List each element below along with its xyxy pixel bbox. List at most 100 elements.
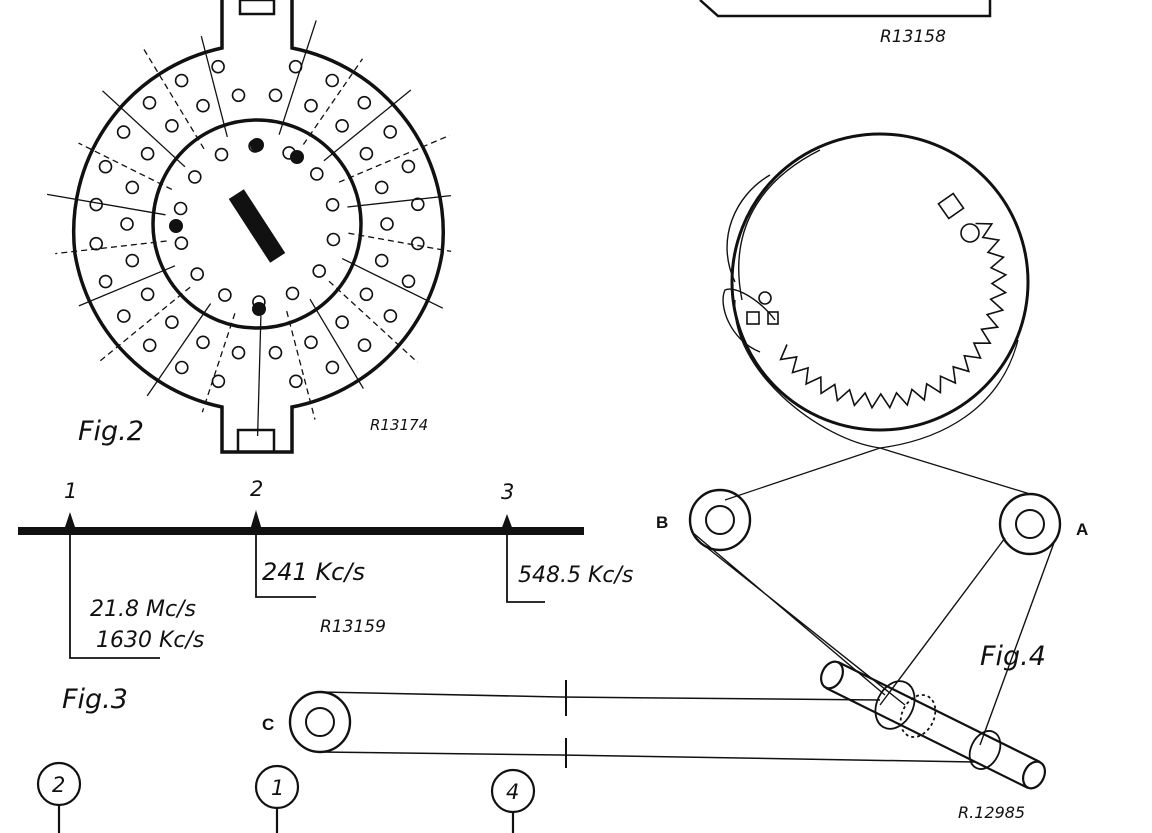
socket-inner-ring [151, 118, 363, 330]
socket-lead [96, 286, 191, 364]
socket-hole [140, 287, 155, 302]
socket-contact [312, 264, 327, 278]
callout-2-number: 2 [52, 773, 65, 797]
bottom-callouts: 2 1 4 [36, 761, 536, 833]
socket-lead [341, 258, 444, 309]
pulley-c-label: C [262, 715, 274, 734]
socket-hole [231, 88, 246, 103]
drive-cord-cross-1 [734, 299, 1031, 495]
pulley-c [288, 690, 352, 754]
fig2-caption: Fig.2 [78, 416, 144, 447]
marker-3-leader [506, 535, 545, 603]
socket-contact [309, 167, 324, 181]
socket-key-bar [228, 189, 286, 263]
socket-lead [102, 90, 186, 168]
socket-hole [125, 180, 140, 195]
socket-hole [410, 236, 425, 251]
pulley-a-label: A [1076, 520, 1088, 539]
socket-lead [347, 194, 451, 208]
socket-lead [78, 142, 173, 190]
socket-hole [268, 345, 283, 360]
marker-1-label-b: 1630 Kc/s [96, 628, 204, 653]
marker-3-number: 3 [501, 480, 514, 504]
socket-hole [410, 197, 425, 212]
socket-hole [357, 338, 372, 353]
socket-lead [55, 240, 167, 255]
socket-contact [173, 201, 188, 216]
dial-scale-bar [18, 527, 584, 535]
socket-lead [328, 280, 419, 363]
top-ref-label: R13158 [880, 27, 946, 47]
socket-hole [383, 309, 398, 323]
socket-hole [325, 360, 340, 375]
socket-hole [196, 335, 210, 350]
socket-hole [380, 217, 394, 231]
socket-lead [200, 35, 228, 138]
socket-hole [359, 146, 374, 161]
cord-c-upper [319, 691, 881, 701]
socket-hole [268, 88, 283, 103]
socket-contact [190, 267, 204, 281]
socket-hole [142, 96, 157, 110]
fig3-ref-label: R13159 [320, 617, 386, 637]
fig4-caption: Fig.4 [980, 641, 1046, 672]
callout-1-number: 1 [271, 776, 284, 800]
pulley-b-hub [705, 505, 735, 535]
socket-hole [117, 309, 131, 323]
marker-1-label-a: 21.8 Mc/s [90, 597, 196, 622]
socket-hole [98, 159, 113, 174]
spring-hook-top [960, 223, 980, 243]
tuning-drum [730, 132, 1030, 432]
socket-contact [218, 288, 232, 302]
marker-1-leader [69, 535, 160, 659]
socket-hole [116, 125, 131, 139]
socket-contact [325, 198, 340, 212]
pulley-a-hub [1015, 509, 1045, 539]
socket-hole [374, 253, 389, 268]
socket-hole [401, 274, 416, 289]
socket-hole [140, 146, 155, 161]
socket-hole [142, 338, 157, 353]
socket-bottom-slot [236, 428, 276, 454]
socket-hole [120, 217, 134, 231]
socket-lead [302, 58, 364, 145]
cord-clip-ring [758, 291, 772, 305]
drive-spindle [820, 660, 1046, 790]
socket-hole [174, 73, 189, 88]
marker-2-label: 241 Kc/s [262, 558, 365, 586]
socket-lead [201, 313, 236, 413]
cord-clip-a [746, 311, 760, 325]
socket-hole [304, 98, 318, 113]
socket-hole [175, 360, 189, 375]
socket-lead [348, 232, 452, 253]
marker-2-leader [255, 535, 316, 598]
pulley-b [688, 488, 752, 552]
pulley-a [998, 492, 1062, 556]
socket-hole [335, 119, 349, 133]
callout-4-number: 4 [506, 780, 519, 804]
marker-2-number: 2 [250, 477, 263, 501]
marker-1-pointer [64, 512, 76, 530]
top-fragment: R13158 [699, 0, 992, 47]
socket-lead [323, 89, 412, 162]
socket-hole [357, 95, 372, 110]
socket-contact-filled [250, 138, 264, 152]
socket-contact-filled [169, 219, 183, 233]
socket-contact [285, 286, 300, 301]
cord-clip-b [767, 311, 779, 325]
fig4-drive-cord-diagram: B A C Fig.4 R.12985 [262, 132, 1088, 822]
socket-leads [46, 20, 452, 437]
socket-contact-filled [252, 302, 266, 316]
socket-top-slot [238, 0, 276, 16]
socket-contact [174, 236, 189, 250]
socket-hole [165, 119, 179, 133]
socket-lead [286, 310, 316, 420]
fig4-ref-label: R.12985 [958, 803, 1025, 822]
socket-contact [326, 232, 341, 247]
fig3-caption: Fig.3 [62, 684, 128, 715]
cord-c-lower [319, 751, 976, 763]
socket-lead [46, 193, 166, 216]
socket-hole [359, 287, 374, 302]
socket-hole [383, 125, 398, 139]
